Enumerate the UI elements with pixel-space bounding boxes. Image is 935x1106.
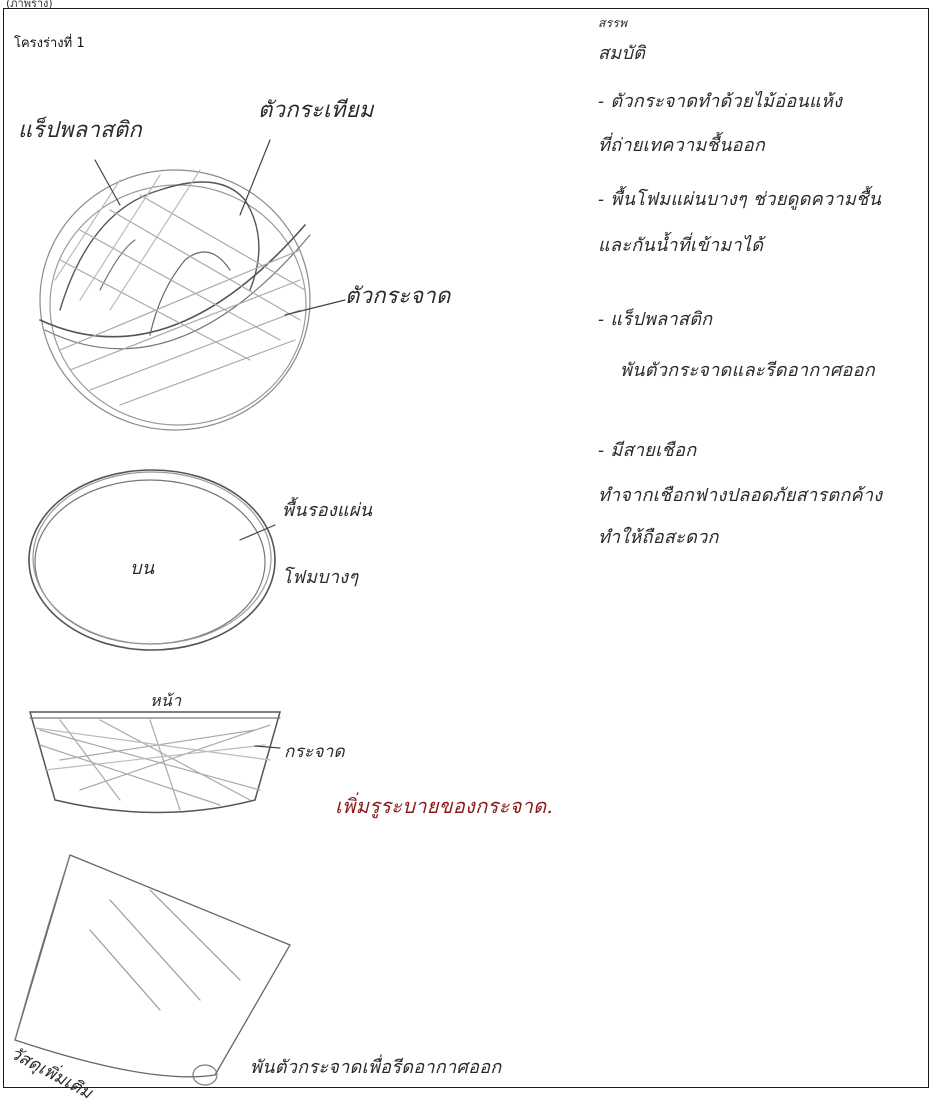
property-item-wrap-line1: - แร็ปพลาสติก: [598, 304, 712, 333]
sketch-frame: [3, 8, 929, 1088]
label-plastic-wrap: แร็ปพลาสติก: [18, 112, 142, 147]
label-garlic: ตัวกระเทียม: [258, 92, 374, 127]
label-top-view: บน: [130, 553, 154, 582]
sketch-title: โครงร่างที่ 1: [14, 32, 85, 53]
caption-wrap: พันตัวกระจาดเพื่อรีดอากาศออก: [250, 1052, 502, 1081]
property-item-foam-line1: - พื้นโฟมแผ่นบางๆ ช่วยดูดความชื้น: [598, 184, 881, 213]
properties-heading-small: สรรพ: [598, 14, 627, 33]
label-front-basket: กระจาด: [284, 738, 345, 765]
label-foam-line1: พื้นรองแผ่น: [282, 495, 372, 524]
property-item-wrap-line2: พันตัวกระจาดและรีดอากาศออก: [620, 355, 875, 384]
property-item-basket-line2: ที่ถ่ายเทความชื้นออก: [598, 130, 765, 159]
note-drainage-holes: เพิ่มรูระบายของกระจาด.: [335, 790, 553, 822]
properties-heading: สมบัติ: [598, 38, 645, 67]
label-foam-line2: โฟมบางๆ: [282, 562, 358, 591]
property-item-rope-line2: ทำจากเชือกฟางปลอดภัยสารตกค้าง: [598, 480, 882, 509]
property-item-foam-line2: และกันน้ำที่เข้ามาได้: [598, 230, 763, 259]
label-basket: ตัวกระจาด: [345, 278, 451, 313]
top-strip: [0, 0, 935, 8]
property-item-rope-line3: ทำให้ถือสะดวก: [598, 522, 719, 551]
property-item-rope-line1: - มีสายเชือก: [598, 435, 696, 464]
property-item-basket-line1: - ตัวกระจาดทำด้วยไม้อ่อนแห้ง: [598, 86, 842, 115]
label-front-view: หน้า: [150, 689, 181, 714]
